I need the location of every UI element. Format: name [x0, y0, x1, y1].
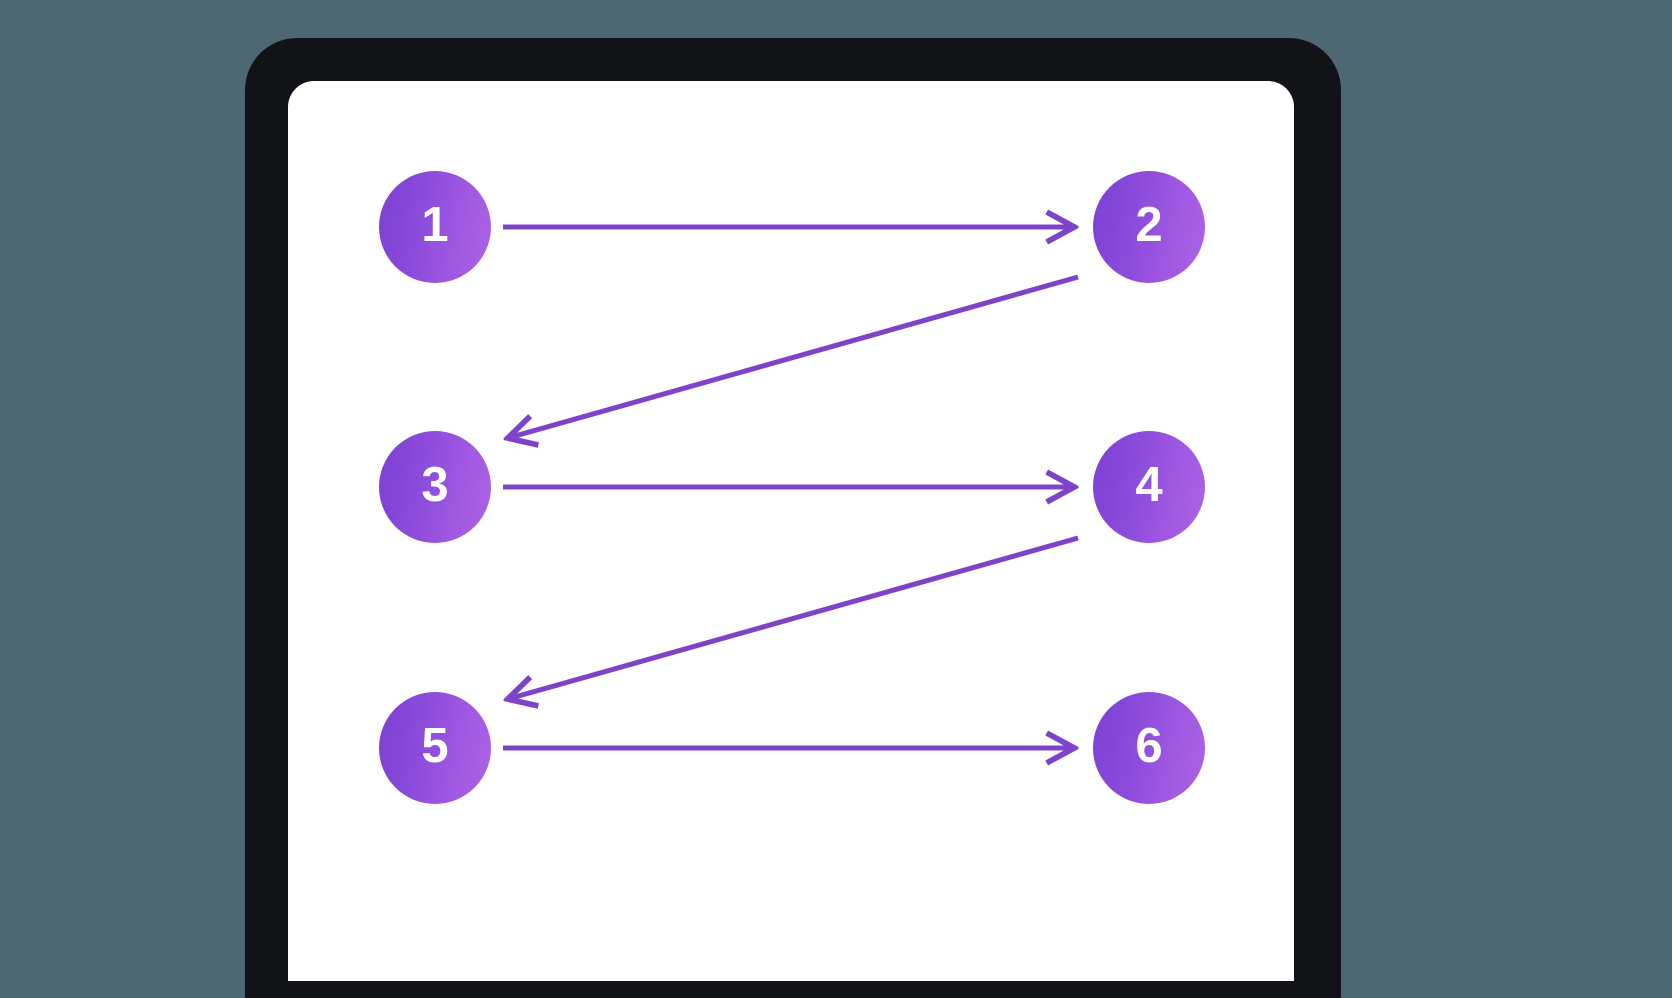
- diagram-node-5[interactable]: 5: [379, 692, 491, 804]
- diagram-edges-layer: [288, 81, 1079, 981]
- diagram-node-2[interactable]: 2: [1093, 171, 1205, 283]
- node-1-label: 1: [421, 197, 449, 252]
- node-5-label: 5: [421, 718, 449, 773]
- diagram-canvas: 1 2 3 4 5 6: [288, 81, 1294, 981]
- node-6-label: 6: [1135, 718, 1163, 773]
- diagram-node-6[interactable]: 6: [1093, 692, 1205, 804]
- screenshot-stage: 1 2 3 4 5 6: [245, 38, 1341, 998]
- diagram-node-3[interactable]: 3: [379, 431, 491, 543]
- edge-4-to-5: [508, 535, 1079, 699]
- edge-2-to-3: [508, 274, 1079, 438]
- node-4-label: 4: [1135, 457, 1163, 512]
- device-screen: 1 2 3 4 5 6: [288, 81, 1294, 981]
- node-3-label: 3: [421, 457, 449, 512]
- diagram-node-4[interactable]: 4: [1093, 431, 1205, 543]
- node-2-label: 2: [1135, 197, 1163, 252]
- diagram-node-1[interactable]: 1: [379, 171, 491, 283]
